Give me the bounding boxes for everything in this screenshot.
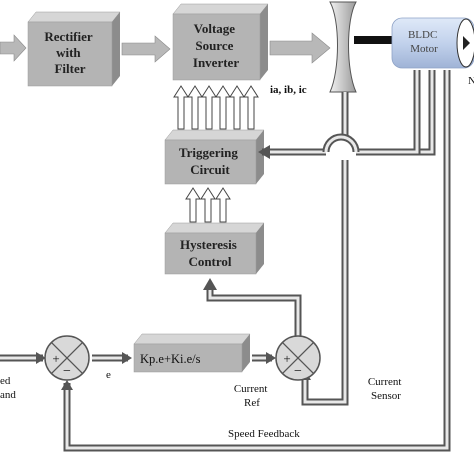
hysteresis-label-line2: Control: [188, 254, 231, 269]
speed-feedback-label: Speed Feedback: [228, 428, 300, 440]
speed-sum-plus: +: [52, 351, 59, 366]
current-ref-label: Current Ref: [234, 383, 270, 409]
svg-text:Hysteresis Control: Hysteresis Control: [180, 237, 240, 269]
pwm-signal-arrows: [185, 187, 231, 223]
motor-label-line1: BLDC: [408, 29, 437, 41]
speed-command-label: ed and: [0, 375, 16, 401]
wire-crossover: [322, 133, 360, 160]
svg-text:Rectifier with Fil: Rectifier with Filter: [44, 29, 95, 76]
summing-junction-speed: + −: [44, 335, 90, 381]
rectifier-block: Rectifier with Filter: [27, 11, 121, 87]
hysteresis-control-block: Hysteresis Control: [164, 222, 265, 275]
current-sensor-wire: [301, 70, 436, 406]
hysteresis-input-wire: [206, 284, 302, 340]
summing-junction-current: + −: [275, 335, 321, 381]
pi-controller-block: Kp.e+Ki.e/s: [133, 333, 251, 373]
edge-letter-label: N: [468, 75, 474, 87]
motor-shaft: [354, 36, 394, 44]
motor-label-line2: Motor: [410, 43, 438, 55]
speed-sum-minus: −: [63, 364, 71, 379]
svg-text:Triggering Circuit: Triggering Circuit: [179, 145, 241, 177]
command-arrowhead: [36, 352, 46, 364]
gating-signal-arrows: [173, 85, 259, 130]
bldc-motor: BLDC Motor: [391, 17, 474, 69]
stator-coupling: [329, 1, 357, 93]
inverter-to-motor-arrow: [269, 32, 331, 64]
triggering-circuit-block: Triggering Circuit: [164, 129, 265, 185]
feedback-wires: [0, 70, 451, 452]
error-arrowhead: [122, 352, 132, 364]
svg-text:BLDC Motor: BLDC Motor: [408, 29, 440, 55]
input-arrow: [0, 34, 27, 62]
triggering-label-line1: Triggering: [179, 145, 238, 160]
vsi-label-line2: Source: [195, 38, 233, 53]
hysteresis-input-arrowhead: [203, 278, 217, 290]
power-flow-arrows: [0, 32, 331, 64]
ref-arrowhead: [266, 352, 276, 364]
triggering-label-line2: Circuit: [190, 162, 230, 177]
rectifier-label-line3: Filter: [54, 61, 85, 76]
phase-currents-label: ia, ib, ic: [270, 84, 307, 96]
voltage-source-inverter-block: Voltage Source Inverter: [172, 3, 269, 81]
rectifier-label-line2: with: [56, 45, 81, 60]
current-sensor-label: Current Sensor: [368, 376, 404, 402]
current-sum-plus: +: [283, 351, 290, 366]
vsi-label-line1: Voltage: [194, 21, 236, 36]
rectifier-to-inverter-arrow: [121, 35, 171, 63]
pi-controller-label: Kp.e+Ki.e/s: [140, 352, 201, 366]
rectifier-label-line1: Rectifier: [44, 29, 93, 44]
svg-text:Voltage Source Inv: Voltage Source Inverter: [193, 21, 239, 70]
speed-feedback-arrowhead: [61, 380, 73, 390]
hysteresis-label-line1: Hysteresis: [180, 237, 237, 252]
error-label: e: [106, 369, 111, 381]
triggering-input-arrowhead: [258, 145, 270, 159]
vsi-label-line3: Inverter: [193, 55, 239, 70]
current-sum-minus: −: [294, 364, 302, 379]
